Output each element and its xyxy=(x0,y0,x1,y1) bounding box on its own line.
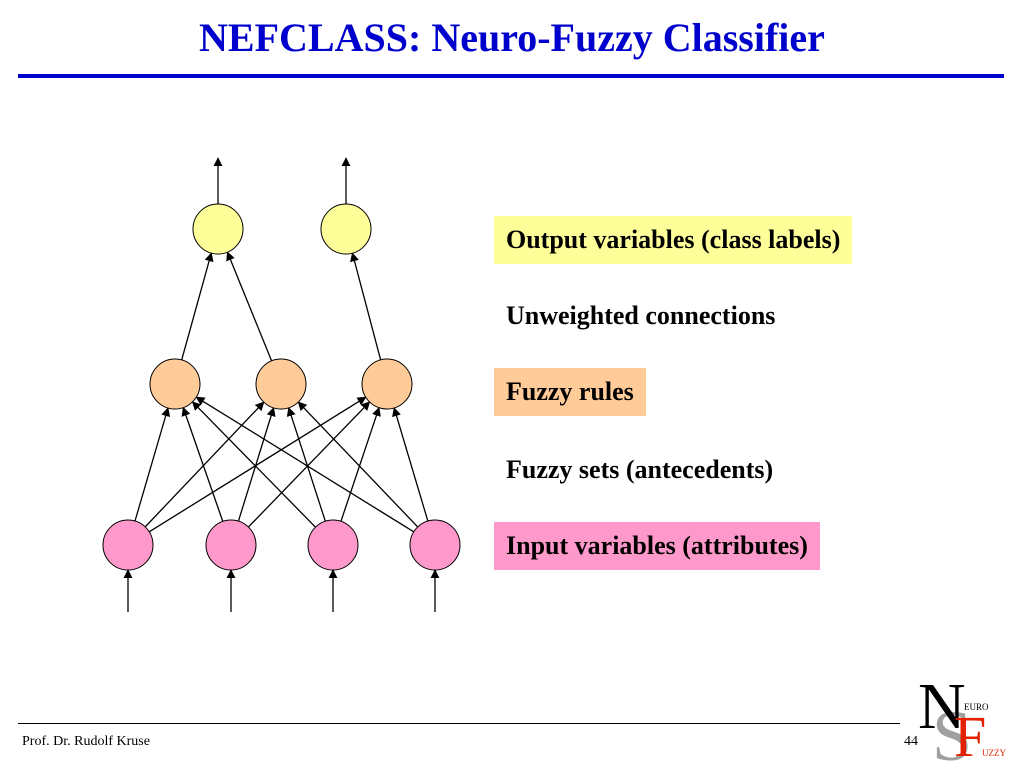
unweighted-connections-label: Unweighted connections xyxy=(506,301,776,330)
input-node-4 xyxy=(409,519,461,571)
connection-input2-rule3 xyxy=(247,401,371,528)
fuzzy-sets-label: Fuzzy sets (antecedents) xyxy=(506,455,774,484)
page-number: 44 xyxy=(904,734,918,749)
output-node-2 xyxy=(320,203,372,255)
input-node-1 xyxy=(102,519,154,571)
title-underline xyxy=(18,74,1004,78)
connection-input2-rule1 xyxy=(181,406,224,522)
output-variables-label: Output variables (class labels) xyxy=(494,216,853,264)
footer-rule xyxy=(18,723,900,724)
connection-input2-rule2 xyxy=(237,407,276,522)
input-node-3 xyxy=(307,519,359,571)
connection-input4-rule2 xyxy=(297,401,419,528)
rule-node-3 xyxy=(361,358,413,410)
neuro-fuzzy-network-diagram xyxy=(102,157,461,612)
logo-letter-n: N xyxy=(918,670,966,743)
connection-input3-rule2 xyxy=(286,406,326,522)
input-node-2 xyxy=(205,519,257,571)
logo-text-uzzy: UZZY xyxy=(982,748,1006,758)
rule-node-2 xyxy=(255,358,307,410)
fuzzy-rules-label: Fuzzy rules xyxy=(494,368,646,416)
footer-author: Prof. Dr. Rudolf Kruse xyxy=(22,734,150,749)
input-variables-label: Input variables (attributes) xyxy=(494,522,820,570)
neuro-fuzzy-logo: S N F EURO UZZY xyxy=(910,670,1020,773)
logo-letter-s: S xyxy=(932,696,973,776)
connection-input3-rule1 xyxy=(191,401,316,528)
connection-rule3-output2 xyxy=(350,252,382,360)
connection-rule2-output1 xyxy=(226,251,273,362)
connection-input3-rule3 xyxy=(340,406,381,522)
rule-node-1 xyxy=(149,358,201,410)
logo-letter-f: F xyxy=(954,704,987,769)
connection-input4-rule1 xyxy=(195,396,415,533)
connection-input1-rule2 xyxy=(144,401,265,528)
connection-rule1-output1 xyxy=(181,252,214,361)
connection-input1-rule1 xyxy=(134,407,171,522)
connection-input1-rule3 xyxy=(148,396,367,533)
connection-input4-rule3 xyxy=(392,407,429,522)
logo-text-euro: EURO xyxy=(964,702,989,712)
slide-title: NEFCLASS: Neuro-Fuzzy Classifier xyxy=(199,15,825,60)
output-node-1 xyxy=(192,203,244,255)
